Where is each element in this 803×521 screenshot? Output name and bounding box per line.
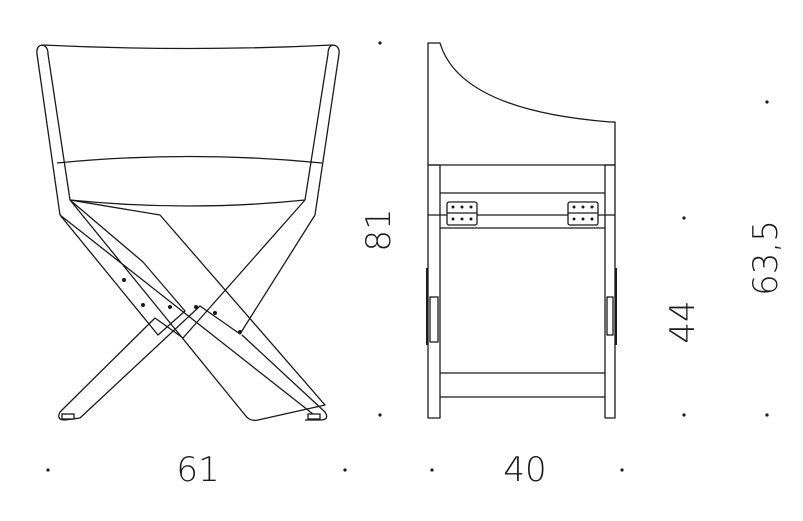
right-leg [59,199,326,422]
bolt [238,330,242,334]
bolt [168,305,172,309]
rear-post [604,164,616,419]
side-view [426,42,617,419]
side-bracket-front [429,296,439,343]
dim-width: 61 [176,450,219,490]
back-profile [427,42,616,166]
seat-bottom-line [69,199,306,207]
dimension-markers [46,41,769,472]
dim-armrest-height: 63,5 [746,220,786,296]
hinge-right [567,201,599,226]
foot-right [307,413,321,420]
dim-seat-height: 44 [663,300,703,343]
hinge-left [446,201,478,226]
dim-depth: 40 [503,450,546,490]
bolt [122,278,126,282]
left-back-post [36,44,71,216]
backrest-top [41,44,334,50]
dim-height: 81 [359,208,399,251]
bolt [213,311,217,315]
foot-left [61,413,75,420]
bolt [141,303,145,307]
right-back-post [304,44,340,216]
leg-a [59,199,186,336]
left-leg [58,199,316,421]
bolt [194,305,198,309]
front-view [36,44,340,422]
front-post [427,164,441,419]
seat-top-line [56,155,323,164]
side-bracket-rear [606,296,614,336]
leg-b [241,334,328,421]
